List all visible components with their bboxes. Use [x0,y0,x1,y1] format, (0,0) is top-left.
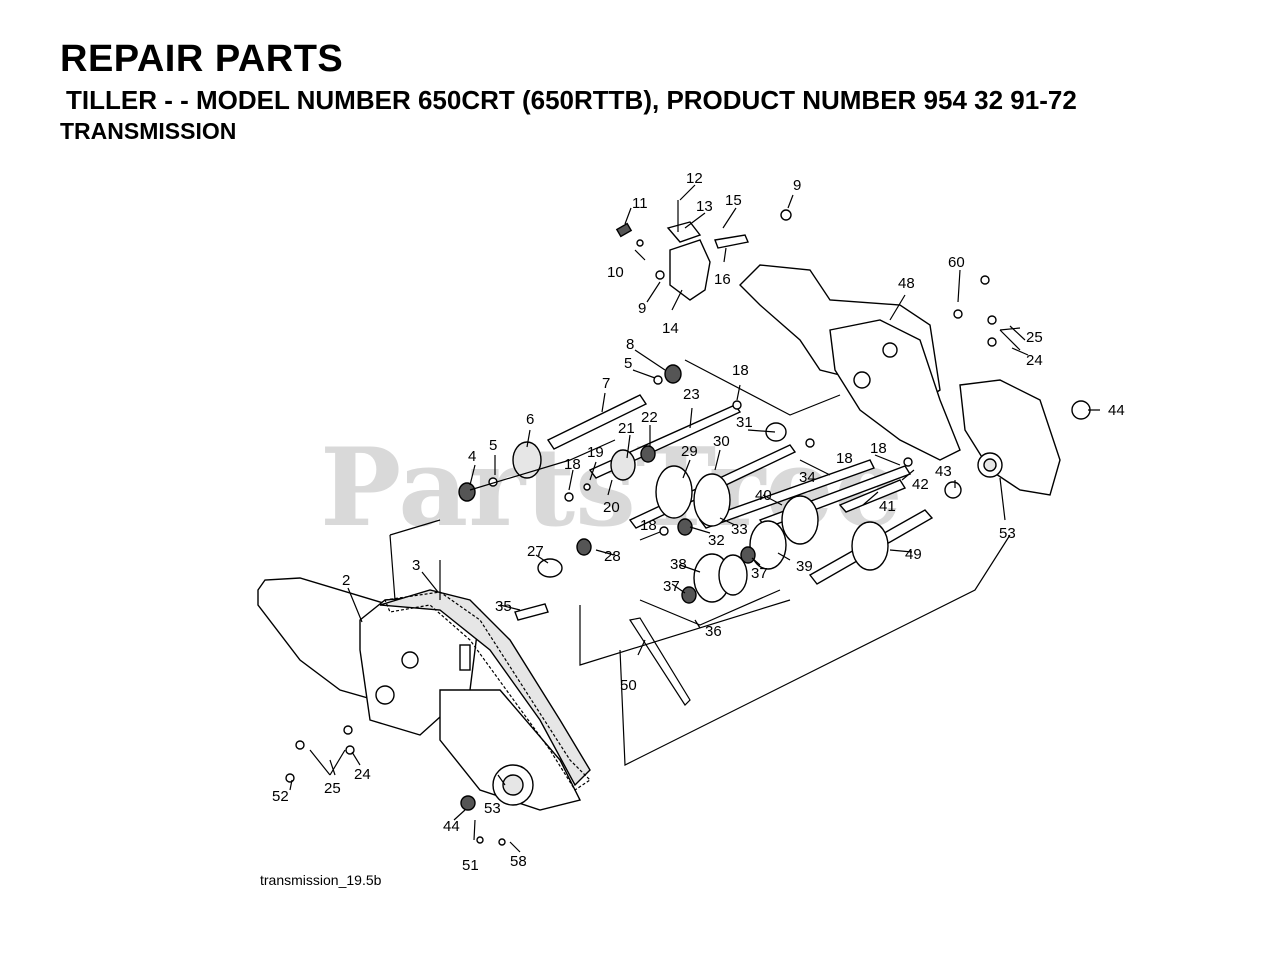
callout-label: 11 [632,195,648,212]
callout-label: 43 [935,463,952,480]
callout-label: 52 [272,788,289,805]
callout-label: 49 [905,546,922,563]
callout-label: 5 [489,437,497,454]
callout-label: 14 [662,320,679,337]
callout-label: 28 [604,548,621,565]
figure-reference: transmission_19.5b [260,872,382,888]
callout-label: 9 [638,300,646,317]
callout-label: 15 [725,192,742,209]
callout-label: 2 [342,572,350,589]
callout-label: 37 [751,565,768,582]
callout-label: 12 [686,170,703,187]
callout-label: 53 [999,525,1016,542]
callout-label: 18 [870,440,887,457]
callout-label: 4 [468,448,476,465]
callout-label: 34 [799,469,816,486]
callout-label: 19 [587,444,604,461]
left-housing [257,577,591,811]
callout-label: 13 [696,198,713,215]
callout-label: 20 [603,499,620,516]
callout-label: 60 [948,254,965,271]
callout-label: 40 [755,487,772,504]
callout-label: 44 [443,818,460,835]
callout-label: 39 [796,558,813,575]
callout-label: 21 [618,420,635,437]
callout-label: 18 [564,456,581,473]
callout-label: 24 [354,766,371,783]
callout-label: 42 [912,476,929,493]
callout-label: 18 [836,450,853,467]
callout-label: 41 [879,498,896,515]
callout-label: 5 [624,355,632,372]
callout-label: 31 [736,414,753,431]
callout-label: 18 [640,517,657,534]
callout-label: 16 [714,271,731,288]
callout-label: 58 [510,853,527,870]
gears [458,364,1091,811]
model-subtitle: TILLER - - MODEL NUMBER 650CRT (650RTTB)… [66,85,1077,115]
callout-label: 25 [1026,329,1043,346]
washers [285,275,997,846]
callout-label: 23 [683,386,700,403]
callout-label: 3 [412,557,420,574]
callout-label: 24 [1026,352,1043,369]
callout-label: 7 [602,375,610,392]
callout-label: 35 [495,598,512,615]
callout-label: 10 [607,264,624,281]
reference-lines [309,327,1021,776]
callout-label: 30 [713,433,730,450]
callout-label: 25 [324,780,341,797]
callout-label: 27 [527,543,544,560]
callout-label: 51 [462,857,479,874]
callout-label: 18 [732,362,749,379]
right-housing [739,264,1061,496]
callout-label: 9 [793,177,801,194]
page-title: REPAIR PARTS [60,38,344,80]
callout-leaders [289,184,1100,853]
callout-label: 6 [526,411,534,428]
callout-label: 50 [620,677,637,694]
callout-label: 37 [663,578,680,595]
callout-label: 8 [626,336,634,353]
section-heading: TRANSMISSION [60,118,237,144]
chain-and-belt [384,591,691,791]
callout-label: 29 [681,443,698,460]
callout-label: 36 [705,623,722,640]
callout-label: 22 [641,409,658,426]
callout-label: 44 [1108,402,1125,419]
callout-label: 33 [731,521,748,538]
callout-labels: 2 3 4 5 5 6 7 8 9 9 10 11 12 13 14 15 16… [272,170,1125,874]
callout-label: 32 [708,532,725,549]
callout-label: 53 [484,800,501,817]
shift-bracket-assembly [615,200,792,301]
callout-label: 48 [898,275,915,292]
callout-label: 38 [670,556,687,573]
